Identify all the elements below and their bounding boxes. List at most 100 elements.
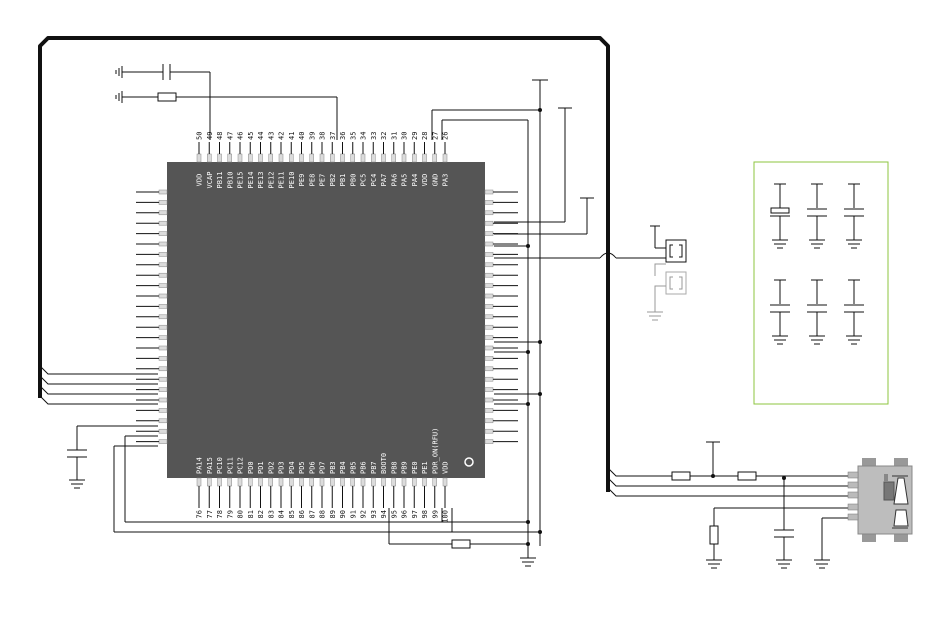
left-pin-stub	[158, 200, 168, 205]
bottom-pin-number: 89	[329, 510, 337, 518]
right-pin-stub	[484, 220, 494, 226]
bottom-pin-number: 86	[298, 510, 306, 518]
top-pin-stub	[227, 153, 232, 163]
right-pin-stub	[484, 356, 494, 361]
left-pin-stub	[158, 345, 168, 351]
bottom-pin-number: 81	[247, 510, 255, 518]
top-pin-label: PA6	[390, 174, 398, 187]
bottom-pin-stub	[207, 477, 212, 487]
top-pin-stub	[268, 153, 273, 163]
top-pin-stub	[330, 153, 335, 163]
right-pin-stub	[484, 428, 494, 434]
right-pin-stub	[484, 210, 494, 216]
top-pin-stub	[319, 153, 325, 163]
top-pin-number: 33	[370, 132, 378, 140]
left-pin-stub	[158, 304, 168, 309]
bottom-pin-label: PA15	[206, 457, 214, 474]
supply-net-top-right	[431, 79, 594, 546]
bottom-pin-label: PE0	[411, 461, 419, 474]
top-pin-stub	[340, 153, 345, 163]
bottom-pin-stub	[391, 477, 396, 487]
bottom-pin-stub	[412, 477, 417, 487]
top-pin-stub	[248, 153, 253, 163]
right-pin-column	[484, 189, 518, 444]
left-pin-stub	[158, 428, 168, 434]
bottom-pin-number: 83	[267, 510, 275, 518]
bottom-pin-label: PC12	[237, 457, 245, 474]
top-pin-number: 43	[267, 132, 275, 140]
right-pin-stub	[484, 418, 494, 424]
bottom-pin-stub	[432, 477, 437, 487]
right-pin-stub	[484, 324, 494, 330]
left-pin-stub	[158, 387, 168, 392]
bottom-pin-stub	[289, 477, 294, 487]
top-pin-label: PE13	[257, 172, 265, 189]
top-pin-stub	[391, 153, 396, 163]
left-pin-stub	[158, 376, 168, 382]
top-pin-stub	[422, 153, 427, 163]
top-pin-label: PC5	[360, 174, 368, 187]
bottom-pin-stub	[360, 477, 366, 487]
bottom-pin-number: 80	[237, 510, 245, 518]
top-pin-label: PA3	[442, 174, 450, 187]
bottom-pin-label: PD1	[257, 461, 265, 474]
top-pin-stub	[432, 153, 437, 163]
bottom-pin-label: PC10	[216, 457, 224, 474]
bottom-pin-stub	[258, 477, 263, 487]
right-pin-stub	[484, 231, 494, 236]
top-pin-stub	[237, 153, 243, 163]
top-pin-number: 44	[257, 132, 265, 140]
left-pin-stub	[158, 231, 168, 236]
left-capacitor	[67, 425, 158, 489]
bottom-pin-stub	[309, 477, 314, 487]
right-pin-stub	[484, 397, 494, 403]
top-pin-number: 48	[216, 132, 224, 140]
bottom-pin-stub	[196, 477, 202, 487]
top-pin-stub	[217, 153, 222, 163]
bottom-pin-label: PB5	[349, 461, 357, 474]
top-pin-number: 32	[380, 132, 388, 140]
bottom-pin-label: PD5	[298, 461, 306, 474]
top-pin-stub	[360, 153, 366, 163]
left-pin-column	[136, 189, 168, 444]
right-pin-stub	[484, 376, 494, 382]
bypass-capacitors	[770, 183, 864, 345]
right-pin-stub	[484, 314, 494, 320]
top-pin-label: PB0	[349, 174, 357, 187]
bottom-pin-row: 76PA1477PA1578PC1079PC1180PC1281PD082PD1…	[196, 428, 450, 523]
top-pin-number: 26	[442, 132, 450, 140]
top-pin-stub	[289, 153, 294, 163]
left-pin-stub	[158, 272, 168, 278]
right-pin-stub	[484, 408, 494, 413]
top-pin-number: 38	[319, 132, 327, 140]
bottom-pin-number: 85	[288, 510, 296, 518]
top-pin-label: PE9	[298, 174, 306, 187]
bottom-pin-number: 96	[401, 510, 409, 518]
bottom-pin-stub	[227, 477, 232, 487]
bottom-pin-label: PDR_ON(RFU)	[431, 428, 439, 474]
bottom-pin-number: 95	[390, 510, 398, 518]
bottom-pin-label: PE1	[421, 461, 429, 474]
left-pin-stub	[158, 439, 168, 444]
right-pin-stub	[484, 335, 494, 340]
right-pin-stub	[484, 262, 494, 268]
bottom-pin-stub	[330, 477, 335, 487]
top-pin-stub	[278, 153, 284, 163]
left-pin-stub	[158, 189, 168, 195]
left-pin-stub	[158, 408, 168, 413]
bottom-pin-number: 88	[319, 510, 327, 518]
top-pin-stub	[196, 153, 202, 163]
right-pin-stub	[484, 200, 494, 205]
top-pin-number: 28	[421, 132, 429, 140]
right-pin-stub	[484, 366, 494, 372]
left-pin-stub	[158, 220, 168, 226]
bottom-pin-number: 87	[308, 510, 316, 518]
top-pin-label: PA5	[401, 174, 409, 187]
top-pin-stub	[401, 153, 407, 163]
right-pin-stub	[484, 293, 494, 299]
left-pin-stub	[158, 262, 168, 268]
top-pin-label: PB1	[339, 174, 347, 187]
bottom-pin-label: BOOT0	[380, 453, 388, 474]
left-pin-stub	[158, 314, 168, 320]
top-pin-number: 31	[390, 132, 398, 140]
